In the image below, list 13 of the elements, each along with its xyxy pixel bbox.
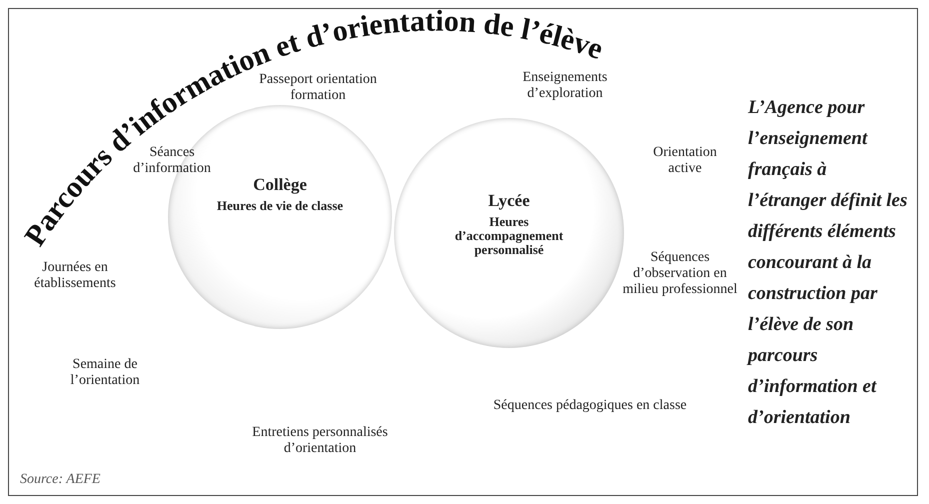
source-note: Source: AEFE: [20, 472, 100, 488]
label-text: Orientation active: [652, 145, 718, 177]
circle-heading: Collège: [253, 175, 307, 195]
circle-heading: Lycée: [488, 191, 530, 211]
side-note: L’Agence pour l’enseignement français à l’étranger définit les différents éléments concourant à la construction par l’élève de son parcours d’information et d’orientation: [748, 96, 908, 430]
label-text: Entretiens personnalisés d’orientation: [251, 425, 389, 457]
circle-text: Heures de vie de classe: [216, 199, 344, 213]
label-text: Séquences d’observation en milieu professionnel: [622, 250, 738, 298]
label-text: Journées en établissements: [33, 260, 117, 292]
label-text: Enseignements d’exploration: [522, 70, 608, 102]
label-text: Semaine de l’orientation: [69, 357, 141, 389]
circle-text: Heures d’accompagnement personnalisé: [454, 215, 564, 257]
label-text: Séquences pédagogiques en classe: [492, 398, 688, 414]
